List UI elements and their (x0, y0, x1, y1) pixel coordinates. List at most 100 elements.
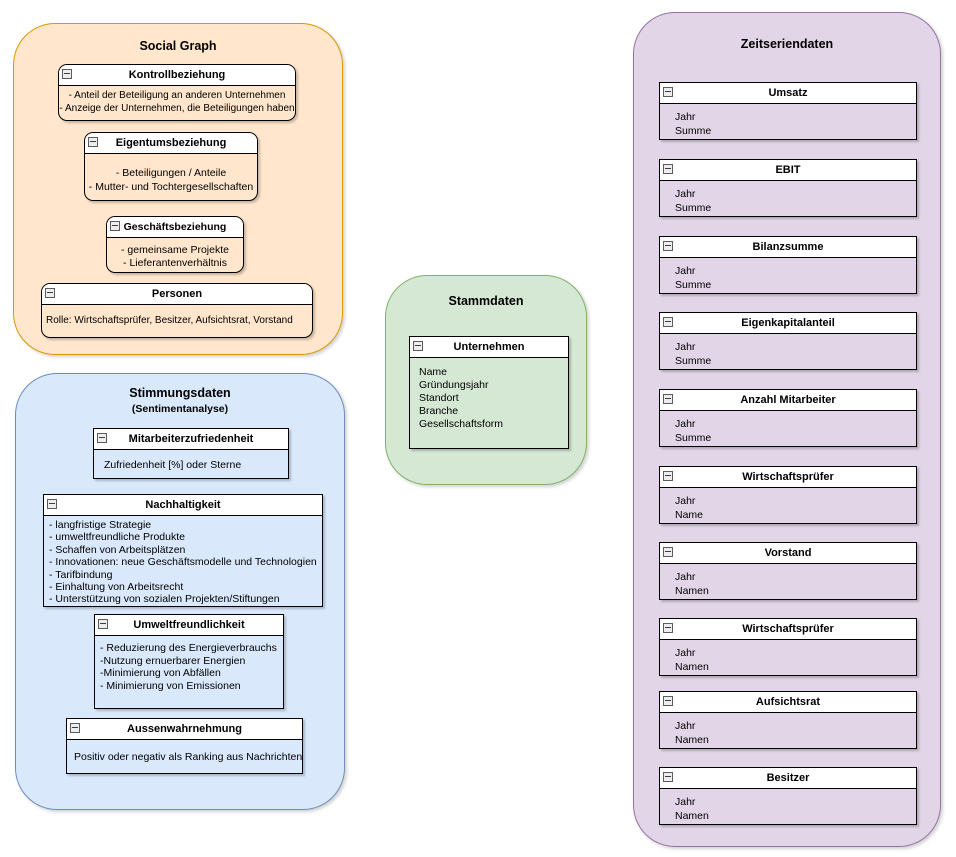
collapse-icon[interactable] (62, 69, 72, 79)
node-title: Eigenkapitalanteil (741, 317, 835, 329)
collapse-icon[interactable] (663, 394, 673, 404)
collapse-icon[interactable] (663, 471, 673, 481)
node-nachhaltigkeit[interactable]: Nachhaltigkeit - langfristige Strategie-… (43, 494, 323, 607)
node-title: Mitarbeiterzufriedenheit (128, 433, 254, 445)
collapse-icon[interactable] (663, 772, 673, 782)
body-line: Namen (675, 661, 709, 673)
body-line: Summe (675, 432, 712, 444)
node-geschaeftsbeziehung[interactable]: Geschäftsbeziehung - gemeinsame Projekte… (106, 216, 244, 273)
group-stimmungsdaten[interactable]: Stimmungsdaten (Sentimentanalyse) Mitarb… (15, 373, 345, 810)
body-line: - Unterstützung von sozialen Projekten/S… (49, 593, 280, 606)
body-line: Standort (419, 392, 459, 404)
body-line: Jahr (675, 111, 696, 123)
node-body: Zufriedenheit [%] oder Sterne (94, 450, 288, 472)
collapse-icon[interactable] (663, 164, 673, 174)
body-line: - Reduzierung des Energieverbrauchs (100, 642, 277, 654)
body-line: Jahr (675, 341, 696, 353)
node-title: Vorstand (764, 547, 812, 559)
body-line: - umweltfreundliche Produkte (49, 531, 185, 544)
body-line: -Nutzung ernuerbarer Energien (100, 654, 246, 667)
node-title: Aussenwahrnehmung (127, 723, 242, 735)
body-line: - Innovationen: neue Geschäftsmodelle un… (49, 556, 317, 569)
group-subtitle: (Sentimentanalyse) (131, 403, 229, 415)
collapse-icon[interactable] (97, 433, 107, 443)
body-line: Name (419, 366, 448, 378)
collapse-icon[interactable] (663, 623, 673, 633)
body-line: Jahr (675, 418, 696, 430)
body-line: Branche (419, 405, 459, 417)
node-title: EBIT (775, 164, 801, 176)
node-umweltfreundlichkeit[interactable]: Umweltfreundlichkeit - Reduzierung des E… (94, 614, 284, 709)
node-body: Rolle: Wirtschaftsprüfer, Besitzer, Aufs… (42, 305, 312, 327)
collapse-icon[interactable] (663, 317, 673, 327)
collapse-icon[interactable] (413, 341, 423, 351)
body-line: - Einhaltung von Arbeitsrecht (49, 581, 184, 594)
node-mitarbeiterzufriedenheit[interactable]: Mitarbeiterzufriedenheit Zufriedenheit [… (93, 428, 289, 479)
body-line: - Schaffen von Arbeitsplätzen (49, 543, 186, 556)
node-title: Unternehmen (453, 341, 525, 353)
node-header: Umsatz (660, 83, 916, 104)
body-line: - gemeinsame Projekte (121, 244, 229, 256)
body-line: Jahr (675, 720, 696, 732)
node-aussenwahrnehmung[interactable]: Aussenwahrnehmung Positiv oder negativ a… (66, 718, 303, 774)
body-line: Summe (675, 202, 712, 214)
node-header: Personen (42, 284, 312, 305)
body-line: - Mutter- und Tochtergesellschaften (88, 181, 254, 193)
body-line: Namen (675, 585, 709, 597)
body-line: - Beteiligungen / Anteile (115, 167, 227, 179)
body-line: Gründungsjahr (419, 379, 489, 391)
body-line: Jahr (675, 571, 696, 583)
node-title: Aufsichtsrat (755, 696, 821, 708)
collapse-icon[interactable] (663, 547, 673, 557)
collapse-icon[interactable] (110, 221, 120, 231)
collapse-icon[interactable] (47, 499, 57, 509)
node-title: Wirtschaftsprüfer (742, 623, 834, 635)
node-header: Besitzer (660, 768, 916, 789)
body-line: Jahr (675, 495, 696, 507)
node-header: Aussenwahrnehmung (67, 719, 302, 740)
collapse-icon[interactable] (663, 696, 673, 706)
node-header: Mitarbeiterzufriedenheit (94, 429, 288, 450)
collapse-icon[interactable] (98, 619, 108, 629)
collapse-icon[interactable] (663, 241, 673, 251)
node-eigentumsbeziehung[interactable]: Eigentumsbeziehung - Beteiligungen / Ant… (84, 132, 258, 201)
node-header: Kontrollbeziehung (59, 65, 295, 86)
node-header: Geschäftsbeziehung (107, 217, 243, 238)
body-line: - Anzeige der Unternehmen, die Beteiligu… (59, 103, 295, 114)
node-kontrollbeziehung[interactable]: Kontrollbeziehung - Anteil der Beteiligu… (58, 64, 296, 121)
node-title: Besitzer (766, 772, 810, 784)
collapse-icon[interactable] (70, 723, 80, 733)
collapse-icon[interactable] (663, 87, 673, 97)
node-header: EBIT (660, 160, 916, 181)
node-header: Unternehmen (410, 337, 568, 358)
body-line: - langfristige Strategie (49, 519, 152, 531)
node-title: Umsatz (768, 87, 808, 99)
collapse-icon[interactable] (88, 137, 98, 147)
collapse-icon[interactable] (45, 288, 55, 298)
node-header: Wirtschaftsprüfer (660, 467, 916, 488)
node-header: Eigenkapitalanteil (660, 313, 916, 334)
body-line: Jahr (675, 647, 696, 659)
group-social-graph[interactable]: Social Graph Kontrollbeziehung - Anteil … (13, 23, 343, 355)
node-personen[interactable]: Personen Rolle: Wirtschaftsprüfer, Besit… (41, 283, 313, 338)
